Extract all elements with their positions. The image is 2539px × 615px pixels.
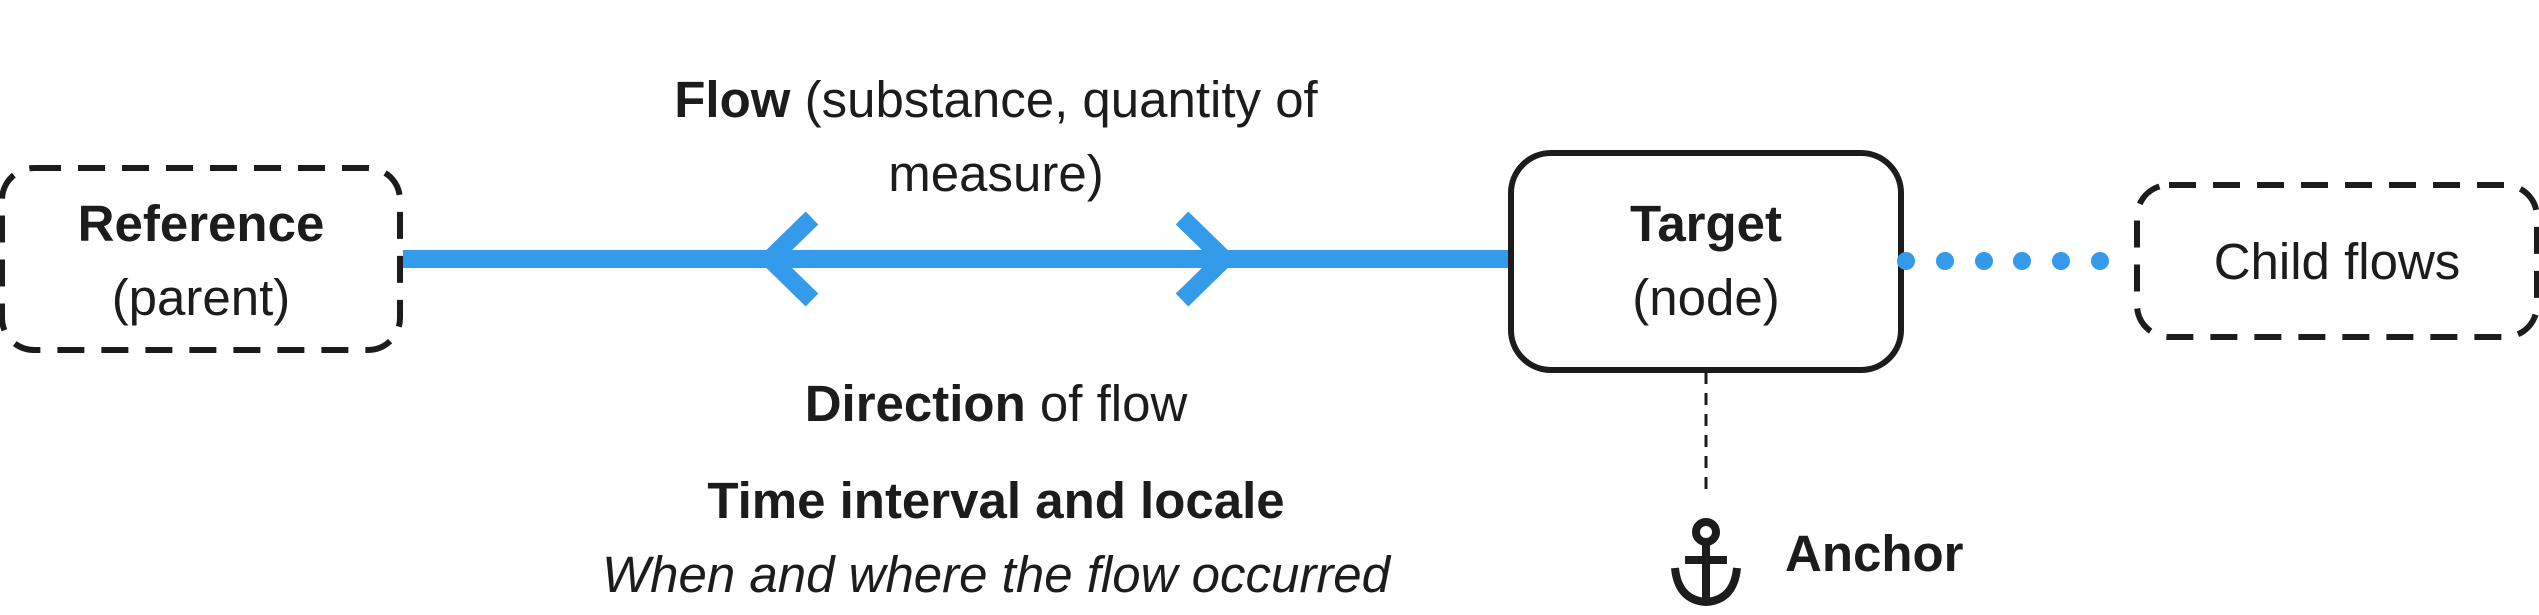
- direction-suffix: of flow: [1039, 375, 1188, 432]
- direction-label: Direction of flow: [596, 367, 1396, 441]
- flow-description-line2: measure): [888, 144, 1104, 202]
- anchor-icon: [1671, 518, 1741, 607]
- reference-node-box: [0, 165, 403, 353]
- flow-title: Flow: [674, 71, 791, 128]
- anchor-label: Anchor: [1785, 525, 1964, 582]
- target-title: Target: [1629, 195, 1783, 252]
- child-flows-label: Child flows: [2213, 233, 2461, 290]
- time-title: Time interval and locale: [707, 472, 1285, 529]
- chevron-right-icon: [1175, 211, 1237, 307]
- target-node-label: Target (node): [1511, 187, 1901, 335]
- reference-subtitle: (parent): [111, 268, 291, 326]
- chevron-left-icon: [757, 211, 819, 307]
- child-flows-connector: [1897, 252, 2109, 270]
- flow-label: Flow (substance, quantity of measure): [596, 63, 1396, 211]
- reference-node-label: Reference (parent): [2, 187, 400, 335]
- flow-description-line1: (substance, quantity of: [804, 71, 1318, 128]
- direction-title: Direction: [804, 375, 1026, 432]
- target-subtitle: (node): [1632, 268, 1780, 326]
- time-label: Time interval and locale When and where …: [496, 464, 1496, 612]
- time-subtitle: When and where the flow occurred: [601, 545, 1391, 603]
- reference-title: Reference: [77, 195, 325, 252]
